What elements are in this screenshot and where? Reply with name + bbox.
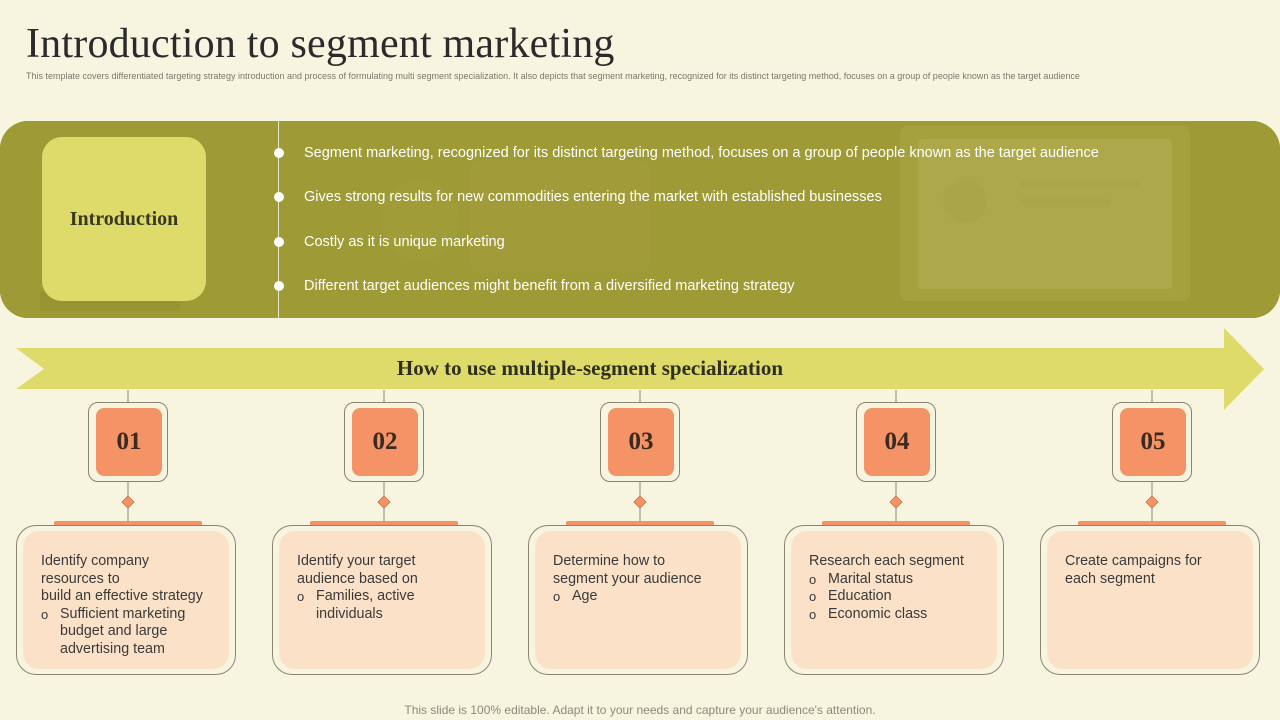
list-item-text: Economic class bbox=[828, 605, 928, 622]
intro-bullet-text: Segment marketing, recognized for its di… bbox=[304, 145, 1099, 161]
step-card-content: Determine how to segment your audience o… bbox=[535, 531, 741, 669]
list-item-text: Marital status bbox=[828, 570, 914, 587]
step-card-content: Create campaigns for each segment bbox=[1047, 531, 1253, 669]
intro-bullet-text: Gives strong results for new commodities… bbox=[304, 189, 882, 205]
circle-bullet-icon: o bbox=[297, 589, 305, 605]
step-number: 01 bbox=[96, 408, 162, 476]
step-card-content: Identify company resources to build an e… bbox=[23, 531, 229, 669]
step-number-box: 05 bbox=[1112, 402, 1192, 482]
card-tab-accent bbox=[822, 521, 970, 526]
list-item-text: Sufficient marketing budget and large ad… bbox=[60, 605, 186, 657]
list-item: o Economic class bbox=[809, 606, 987, 624]
intro-bullet: Costly as it is unique marketing bbox=[274, 234, 505, 250]
circle-bullet-icon: o bbox=[809, 606, 817, 622]
card-tab-accent bbox=[566, 521, 714, 526]
step-number-box: 04 bbox=[856, 402, 936, 482]
process-heading: How to use multiple-segment specializati… bbox=[396, 356, 784, 380]
process-arrow bbox=[16, 328, 1264, 410]
list-item: o Families, active individuals bbox=[297, 588, 475, 623]
step-list: o Sufficient marketing budget and large a… bbox=[41, 606, 219, 659]
list-item: o Sufficient marketing budget and large a… bbox=[41, 606, 219, 659]
footer-note: This slide is 100% editable. Adapt it to… bbox=[404, 703, 876, 717]
intro-bullet-text: Costly as it is unique marketing bbox=[304, 234, 505, 250]
list-item: o Age bbox=[553, 588, 731, 606]
intro-bullet: Different target audiences might benefit… bbox=[274, 278, 795, 294]
step-list: o Age bbox=[553, 588, 731, 606]
introduction-band: Introduction Segment marketing, recogniz… bbox=[0, 121, 1280, 318]
step-card: Identify company resources to build an e… bbox=[16, 525, 236, 675]
card-tab-accent bbox=[54, 521, 202, 526]
bullet-dot-icon bbox=[274, 237, 284, 247]
step-number-box: 03 bbox=[600, 402, 680, 482]
introduction-label: Introduction bbox=[69, 207, 179, 230]
intro-bullet: Gives strong results for new commodities… bbox=[274, 189, 882, 205]
page-title: Introduction to segment marketing bbox=[26, 21, 615, 67]
step-text: Identify your target audience based on bbox=[297, 553, 418, 587]
step-number: 04 bbox=[864, 408, 930, 476]
intro-bullet-text: Different target audiences might benefit… bbox=[304, 278, 795, 294]
list-item-text: Age bbox=[572, 588, 598, 605]
list-item-text: Families, active individuals bbox=[316, 588, 415, 622]
step-text: Create campaigns for each segment bbox=[1065, 553, 1202, 587]
bullet-dot-icon bbox=[274, 281, 284, 291]
step-card: Create campaigns for each segment bbox=[1040, 525, 1260, 675]
list-item-text: Education bbox=[828, 588, 892, 605]
step-number: 05 bbox=[1120, 408, 1186, 476]
step-number-box: 02 bbox=[344, 402, 424, 482]
step-card: Identify your target audience based on o… bbox=[272, 525, 492, 675]
list-item: o Education bbox=[809, 588, 987, 606]
step-text: Research each segment bbox=[809, 553, 964, 569]
step-text: Identify company resources to build an e… bbox=[41, 553, 203, 605]
page-subtitle: This template covers differentiated targ… bbox=[26, 71, 1080, 81]
circle-bullet-icon: o bbox=[41, 606, 49, 622]
introduction-bullets: Segment marketing, recognized for its di… bbox=[274, 121, 1234, 318]
circle-bullet-icon: o bbox=[809, 589, 817, 605]
bullet-dot-icon bbox=[274, 148, 284, 158]
step-number-box: 01 bbox=[88, 402, 168, 482]
card-tab-accent bbox=[1078, 521, 1226, 526]
card-tab-accent bbox=[310, 521, 458, 526]
circle-bullet-icon: o bbox=[553, 589, 561, 605]
band-divider bbox=[278, 121, 279, 318]
step-card-content: Identify your target audience based on o… bbox=[279, 531, 485, 669]
step-text: Determine how to segment your audience bbox=[553, 553, 702, 587]
step-list: o Families, active individuals bbox=[297, 588, 475, 623]
introduction-box: Introduction bbox=[42, 137, 206, 301]
circle-bullet-icon: o bbox=[809, 571, 817, 587]
intro-bullet: Segment marketing, recognized for its di… bbox=[274, 145, 1099, 161]
list-item: o Marital status bbox=[809, 571, 987, 589]
bullet-dot-icon bbox=[274, 192, 284, 202]
step-number: 03 bbox=[608, 408, 674, 476]
step-card: Determine how to segment your audience o… bbox=[528, 525, 748, 675]
step-number: 02 bbox=[352, 408, 418, 476]
